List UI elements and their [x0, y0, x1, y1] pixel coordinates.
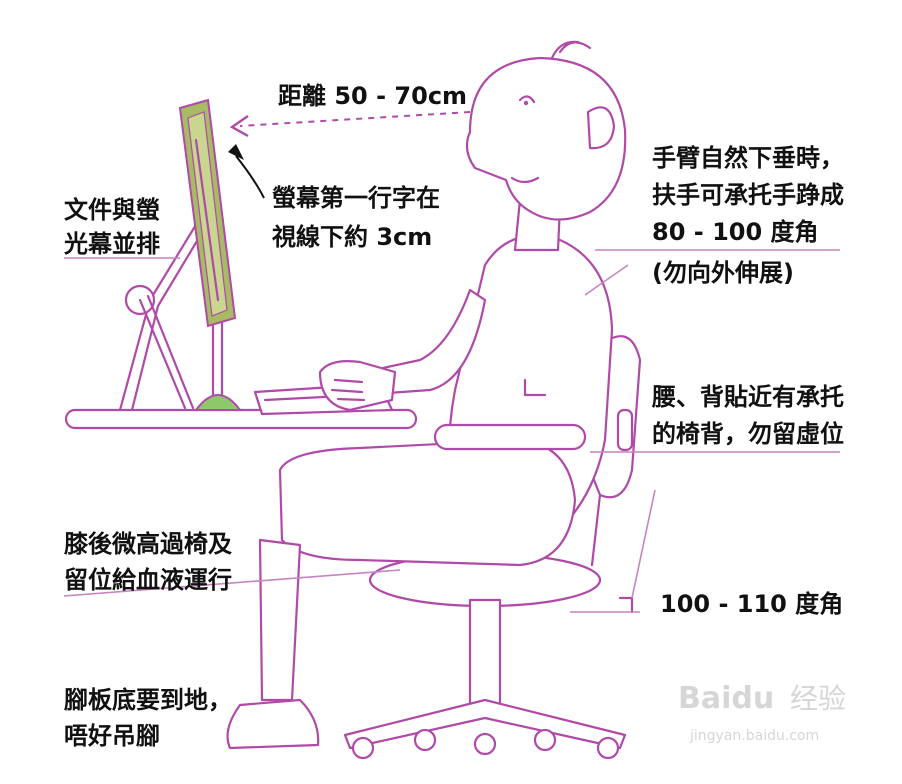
knee-note-line2: 留位給血液運行	[64, 566, 232, 594]
arm-note-line4: (勿向外伸展)	[652, 259, 794, 287]
seated-person	[226, 40, 634, 750]
distance-arrow	[229, 111, 471, 138]
screen-pointer-arrow	[228, 144, 265, 199]
arm-note-line1: 手臂自然下垂時，	[652, 144, 844, 172]
monitor	[118, 98, 242, 412]
back-note-line2: 的椅背，勿留虛位	[652, 420, 844, 448]
feet-note-line1: 腳板底要到地，	[64, 686, 232, 714]
watermark-brand: Baidu	[678, 681, 774, 716]
arm-note-line3: 80 - 100 度角	[652, 218, 819, 246]
back-note-line1: 腰、背貼近有承托	[651, 383, 844, 411]
document-note-line2: 光幕並排	[63, 230, 160, 258]
baidu-watermark: Baidu 经验 jingyan.baidu.com	[678, 681, 846, 744]
monitor-base	[194, 394, 242, 411]
distance-label: 距離 50 - 70cm	[278, 82, 467, 110]
watermark-url: jingyan.baidu.com	[689, 728, 819, 744]
document-note-line1: 文件與螢	[64, 196, 160, 224]
screen-note-line2: 視線下約 3cm	[271, 223, 432, 251]
arm-note-line2: 扶手可承托手踭成	[652, 181, 844, 209]
screen-note-line1: 螢幕第一行字在	[272, 184, 440, 212]
knee-note-line1: 膝後微高過椅及	[64, 530, 232, 558]
watermark-product: 经验	[790, 682, 846, 715]
leader-lines	[63, 249, 840, 613]
hip-angle-label: 100 - 110 度角	[660, 590, 843, 618]
desk	[64, 408, 418, 430]
feet-note-line2: 唔好吊腳	[64, 722, 160, 750]
